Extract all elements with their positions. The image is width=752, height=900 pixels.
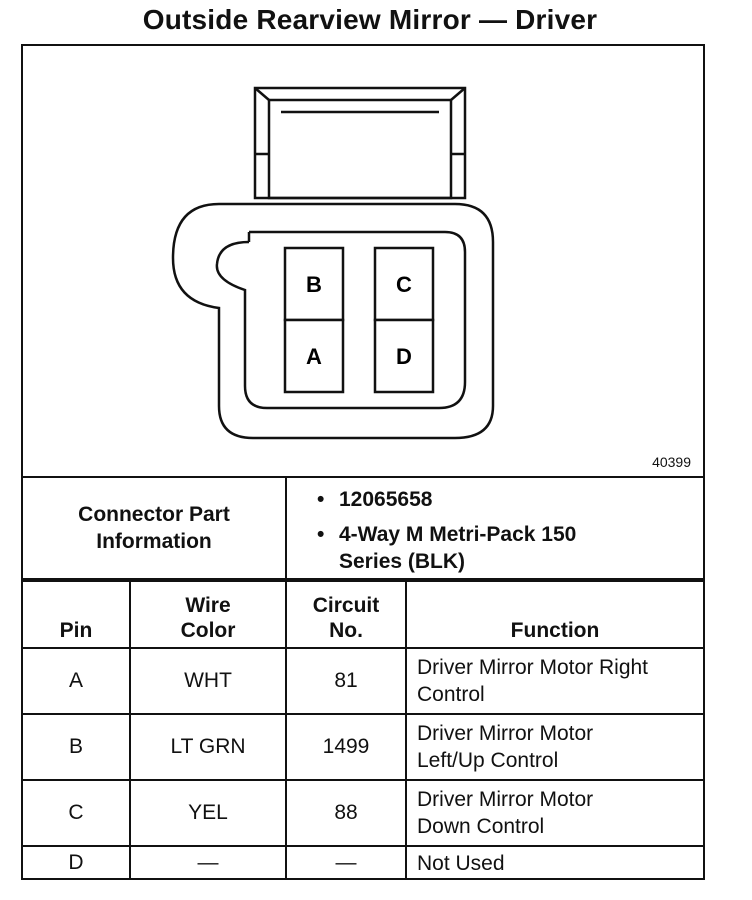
cell-pin: D xyxy=(23,845,131,879)
cell-function: Not Used xyxy=(405,845,703,879)
cell-circuit: 81 xyxy=(285,647,407,715)
cell-function: Driver Mirror Motor Left/Up Control xyxy=(405,713,703,781)
pin-cavity-c xyxy=(373,246,435,322)
cell-function: Driver Mirror Motor Right Control xyxy=(405,647,703,715)
pin-label-c: C xyxy=(396,272,412,297)
header-function: Function xyxy=(405,580,703,649)
connector-info-label-line1: Connector Part xyxy=(78,503,230,526)
header-wire-line1: Wire xyxy=(185,594,231,617)
cell-wire-color: WHT xyxy=(129,647,287,715)
cell-function: Driver Mirror Motor Down Control xyxy=(405,779,703,847)
pin-cavity-b xyxy=(283,246,345,322)
function-line1: Driver Mirror Motor xyxy=(417,722,594,745)
connector-latch xyxy=(253,86,467,200)
cell-wire-color: YEL xyxy=(129,779,287,847)
header-circuit-line2: No. xyxy=(329,619,363,642)
table-row: D — — Not Used xyxy=(23,845,703,879)
connector-info-label: Connector Part Information xyxy=(23,478,287,578)
pin-label-d: D xyxy=(396,344,412,369)
cell-circuit: 1499 xyxy=(285,713,407,781)
cell-circuit: — xyxy=(285,845,407,879)
connector-sheet: B C A D 40399 Connector Part Information… xyxy=(21,44,705,880)
header-circuit-line1: Circuit xyxy=(312,594,380,617)
function-line1: Driver Mirror Motor xyxy=(417,788,594,811)
connector-type: 4-Way M Metri-Pack 150 Series (BLK) xyxy=(309,521,629,575)
header-circuit: Circuit No. xyxy=(285,580,407,649)
connector-info-label-line2: Information xyxy=(96,530,212,553)
cell-wire-color: LT GRN xyxy=(129,713,287,781)
cell-circuit: 88 xyxy=(285,779,407,847)
cell-pin: B xyxy=(23,713,131,781)
connector-part-number: 12065658 xyxy=(309,486,703,513)
pin-table: Pin Wire Color Circuit No. Function A WH… xyxy=(23,580,703,879)
pin-label-b: B xyxy=(306,272,322,297)
page-title: Outside Rearview Mirror — Driver xyxy=(142,4,598,35)
connector-info-list: 12065658 4-Way M Metri-Pack 150 Series (… xyxy=(309,486,703,583)
header-wire-color: Wire Color xyxy=(129,580,287,649)
function-line1: Driver Mirror Motor Right xyxy=(417,656,649,679)
function-line2: Down Control xyxy=(417,815,545,838)
header-wire-line2: Color xyxy=(180,619,236,642)
header-pin: Pin xyxy=(23,580,131,649)
cell-pin: C xyxy=(23,779,131,847)
connector-info: Connector Part Information 12065658 4-Wa… xyxy=(23,478,703,580)
pin-cavity-a xyxy=(283,318,345,394)
function-line2: Control xyxy=(417,683,485,706)
function-line2: Left/Up Control xyxy=(417,749,559,772)
table-row: A WHT 81 Driver Mirror Motor Right Contr… xyxy=(23,647,703,715)
cell-pin: A xyxy=(23,647,131,715)
pin-table-header: Pin Wire Color Circuit No. Function xyxy=(23,580,703,649)
table-row: B LT GRN 1499 Driver Mirror Motor Left/U… xyxy=(23,713,703,781)
table-row: C YEL 88 Driver Mirror Motor Down Contro… xyxy=(23,779,703,847)
pin-cavity-d xyxy=(373,318,435,394)
function-line1: Not Used xyxy=(417,851,505,875)
figure-id: 40399 xyxy=(652,454,691,470)
connector-inner-outline xyxy=(215,230,467,410)
connector-drawing: B C A D xyxy=(171,86,495,440)
cell-wire-color: — xyxy=(129,845,287,879)
header-pin-text: Pin xyxy=(59,619,93,642)
connector-diagram: B C A D 40399 xyxy=(23,46,703,478)
pin-label-a: A xyxy=(306,344,322,369)
header-function-text: Function xyxy=(510,619,600,642)
